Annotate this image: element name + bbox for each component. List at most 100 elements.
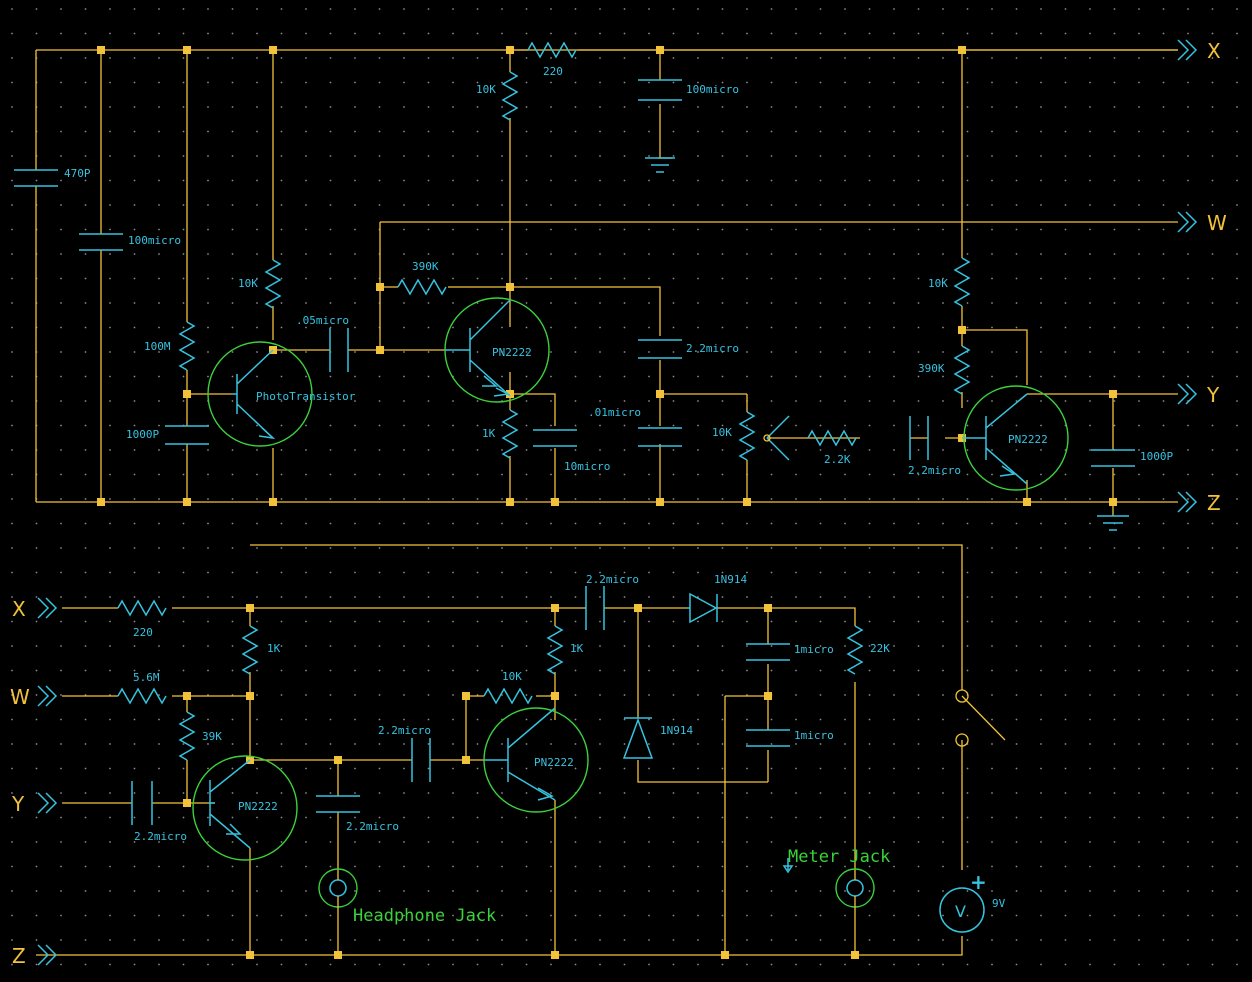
resistor-390k-right-label: 390K — [918, 362, 945, 375]
battery-plus-icon: + — [970, 870, 987, 894]
capacitor-2-2micro-input-label: 2.2micro — [134, 830, 187, 843]
capacitor-01micro-label: .01micro — [588, 406, 641, 419]
capacitor-2-2micro-headphone-label: 2.2micro — [346, 820, 399, 833]
resistor-100m[interactable]: 100M — [144, 321, 196, 371]
capacitor-1micro-lower-label: 1micro — [794, 729, 834, 742]
resistor-1k-emitter[interactable]: 1K — [482, 409, 519, 459]
capacitor-1micro-upper-label: 1micro — [794, 643, 834, 656]
capacitor-1000p-left-label: 1000P — [126, 428, 159, 441]
resistor-2-2k-label: 2.2K — [824, 453, 851, 466]
capacitor-2-2micro-top[interactable]: 2.2micro — [638, 339, 739, 359]
capacitor-01micro[interactable]: .01micro — [588, 406, 682, 447]
capacitor-1micro-lower[interactable]: 1micro — [746, 729, 834, 747]
resistor-1k-q3-label: 1K — [267, 642, 281, 655]
net-port-w-bottom[interactable]: W — [10, 685, 58, 709]
battery-9v[interactable]: V + 9V — [939, 870, 1006, 933]
capacitor-100micro-top-label: 100micro — [686, 83, 739, 96]
capacitor-100micro-top[interactable]: 100micro — [638, 79, 739, 173]
capacitor-100micro-left-label: 100micro — [128, 234, 181, 247]
battery-symbol: V — [955, 902, 966, 921]
resistor-390k-right[interactable]: 390K — [918, 345, 971, 395]
capacitor-470p[interactable]: 470P — [14, 167, 91, 187]
net-port-y-top[interactable]: Y — [1177, 383, 1220, 407]
resistor-1k-q4[interactable]: 1K — [546, 625, 584, 675]
headphone-jack-label: Headphone Jack — [353, 906, 496, 926]
capacitor-2-2micro-interstage[interactable]: 2.2micro — [378, 724, 431, 782]
resistor-10k-right[interactable]: 10K — [928, 257, 971, 307]
resistor-5-6m[interactable]: 5.6M — [117, 671, 167, 705]
diode-1n914-shunt-label: 1N914 — [660, 724, 693, 737]
net-port-x-bottom[interactable]: X — [12, 597, 58, 621]
capacitor-2-2micro-interstage-label: 2.2micro — [378, 724, 431, 737]
capacitor-2-2micro-top-label: 2.2micro — [686, 342, 739, 355]
capacitor-2-2micro-headphone[interactable]: 2.2micro — [316, 795, 399, 833]
net-label-x-bottom: X — [12, 597, 26, 621]
resistor-10k-phototransistor[interactable]: 10K — [238, 259, 282, 309]
potentiometer-10k-label: 10K — [712, 426, 732, 439]
net-label-y-bottom: Y — [11, 792, 25, 816]
diode-1n914-series[interactable]: 1N914 — [687, 573, 747, 624]
transistor-q2-pn2222[interactable]: PN2222 — [962, 385, 1069, 491]
diode-1n914-series-label: 1N914 — [714, 573, 747, 586]
capacitor-10micro[interactable]: 10micro — [533, 429, 610, 473]
net-port-z-bottom[interactable]: Z — [12, 944, 58, 968]
net-label-z-top: Z — [1207, 491, 1221, 515]
diode-1n914-shunt[interactable]: 1N914 — [622, 717, 693, 759]
resistor-39k[interactable]: 39K — [178, 711, 222, 761]
meter-jack[interactable]: Meter Jack — [782, 847, 890, 955]
capacitor-100micro-left[interactable]: 100micro — [79, 233, 181, 251]
net-port-w-top[interactable]: W — [1177, 211, 1227, 235]
resistor-5-6m-label: 5.6M — [133, 671, 160, 684]
capacitor-05micro-label: .05micro — [296, 314, 349, 327]
resistor-220-bottom[interactable]: 220 — [117, 599, 167, 639]
capacitor-2-2micro-input[interactable]: 2.2micro — [131, 781, 187, 843]
capacitor-2-2micro-coupling[interactable]: 2.2micro — [908, 416, 961, 477]
capacitor-10micro-label: 10micro — [564, 460, 610, 473]
meter-jack-label: Meter Jack — [788, 847, 890, 867]
capacitor-1000p-right-label: 1000P — [1140, 450, 1173, 463]
transistor-q2-label: PN2222 — [1008, 433, 1048, 446]
resistor-10k-collector[interactable]: 10K — [476, 71, 519, 121]
potentiometer-10k[interactable]: 10K — [712, 411, 790, 461]
resistor-10k-q4[interactable]: 10K — [483, 670, 533, 705]
phototransistor-label: PhotoTransistor — [256, 390, 356, 403]
phototransistor[interactable]: PhotoTransistor — [207, 341, 356, 447]
resistor-220-bottom-label: 220 — [133, 626, 153, 639]
capacitor-2-2micro-detector-label: 2.2micro — [586, 573, 639, 586]
net-label-w-top: W — [1207, 211, 1227, 235]
cursor-marker-icon — [782, 858, 794, 874]
capacitor-1000p-left[interactable]: 1000P — [126, 425, 209, 445]
net-label-z-bottom: Z — [12, 944, 26, 968]
capacitor-05micro[interactable]: .05micro — [296, 314, 349, 372]
resistor-220-top[interactable]: 220 — [527, 41, 577, 78]
resistor-22k[interactable]: 22K — [846, 625, 890, 675]
resistor-220-top-label: 220 — [543, 65, 563, 78]
capacitor-1000p-right[interactable]: 1000P — [1091, 449, 1173, 531]
transistor-q4-pn2222[interactable]: PN2222 — [483, 707, 589, 813]
capacitor-1micro-upper[interactable]: 1micro — [746, 643, 834, 661]
power-switch[interactable] — [955, 689, 1006, 747]
resistor-100m-label: 100M — [144, 340, 171, 353]
net-label-y-top: Y — [1206, 383, 1220, 407]
resistor-39k-label: 39K — [202, 730, 222, 743]
resistor-1k-q3[interactable]: 1K — [241, 625, 281, 675]
resistor-10k-collector-label: 10K — [476, 83, 496, 96]
headphone-jack[interactable]: Headphone Jack — [318, 868, 496, 955]
resistor-10k-q4-label: 10K — [502, 670, 522, 683]
transistor-q1-pn2222[interactable]: PN2222 — [444, 297, 550, 403]
net-label-w-bottom: W — [10, 685, 30, 709]
net-port-x-top[interactable]: X — [1177, 39, 1221, 63]
transistor-q4-label: PN2222 — [534, 756, 574, 769]
net-port-z-top[interactable]: Z — [1177, 491, 1221, 515]
resistor-390k-feedback[interactable]: 390K — [397, 260, 447, 296]
resistor-10k-right-label: 10K — [928, 277, 948, 290]
net-port-y-bottom[interactable]: Y — [11, 792, 58, 816]
resistor-2-2k[interactable]: 2.2K — [807, 429, 857, 466]
capacitor-470p-label: 470P — [64, 167, 91, 180]
capacitor-2-2micro-detector[interactable]: 2.2micro — [585, 573, 639, 630]
resistor-22k-label: 22K — [870, 642, 890, 655]
transistor-q3-pn2222[interactable]: PN2222 — [192, 755, 298, 861]
resistor-390k-feedback-label: 390K — [412, 260, 439, 273]
